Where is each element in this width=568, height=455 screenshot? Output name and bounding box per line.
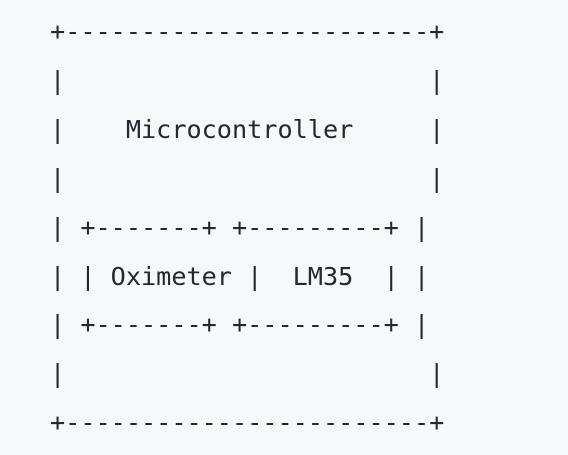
microcontroller-label-line: | Microcontroller | [50, 114, 445, 144]
outer-box-blank-line: | | [50, 163, 445, 193]
inner-boxes-bottom-border: | +-------+ +---------+ | [50, 310, 430, 340]
outer-box-top-border: +------------------------+ [50, 17, 445, 46]
sensor-labels-line: | | Oximeter | LM35 | | [50, 261, 430, 291]
inner-boxes-top-border: | +-------+ +---------+ | [50, 212, 430, 242]
outer-box-bottom-border: +------------------------+ [50, 408, 445, 438]
ascii-diagram: +------------------------+ | | | Microco… [50, 8, 444, 448]
outer-box-blank-line: | | [50, 65, 445, 95]
outer-box-blank-line: | | [50, 359, 445, 389]
